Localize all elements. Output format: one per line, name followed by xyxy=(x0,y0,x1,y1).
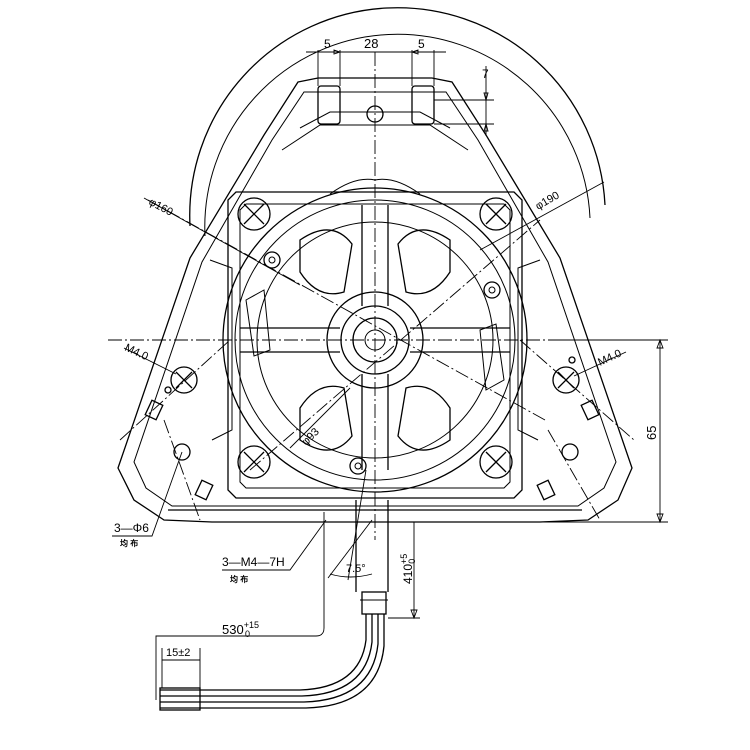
dim-angle: 7.5° xyxy=(346,563,366,575)
note-threads: 3—M4—7H xyxy=(222,555,285,569)
dim-strip-length: 15±2 xyxy=(166,647,190,659)
flange-screws xyxy=(237,197,513,479)
lead-wires xyxy=(155,500,420,711)
dim-lead-length: 410+50 xyxy=(399,554,417,584)
dimension-geometry xyxy=(112,49,668,581)
screw-top-right xyxy=(479,197,513,231)
dim-diameter-outer: φ190 xyxy=(534,189,562,212)
note-holes-sub: 均 布 xyxy=(120,538,138,548)
threaded-holes xyxy=(263,251,501,475)
svg-text:410+50: 410+50 xyxy=(399,554,417,584)
dim-slot-width-left: 5 xyxy=(324,37,331,51)
screw-top-left xyxy=(237,197,271,231)
dim-slot-spacing: 28 xyxy=(364,36,378,51)
dim-thread-right: M4.0 xyxy=(596,348,623,369)
dim-slot-width-right: 5 xyxy=(418,37,425,51)
flange-plate xyxy=(227,191,523,499)
dim-diameter-flange: φ160 xyxy=(147,196,175,219)
dim-slot-depth: 7 xyxy=(482,67,489,81)
outer-arcs xyxy=(189,7,606,237)
side-mounting-features xyxy=(144,259,600,501)
note-threads-sub: 均 布 xyxy=(230,574,248,584)
screw-bottom-left xyxy=(237,445,271,479)
dim-diameter-hub: φ93 xyxy=(300,426,322,448)
dim-height: 65 xyxy=(644,426,659,440)
ventilation-ribs xyxy=(240,178,510,470)
screw-bottom-right xyxy=(479,445,513,479)
dim-thread-left: M4.0 xyxy=(123,342,150,363)
note-holes: 3—Φ6 xyxy=(114,521,149,535)
